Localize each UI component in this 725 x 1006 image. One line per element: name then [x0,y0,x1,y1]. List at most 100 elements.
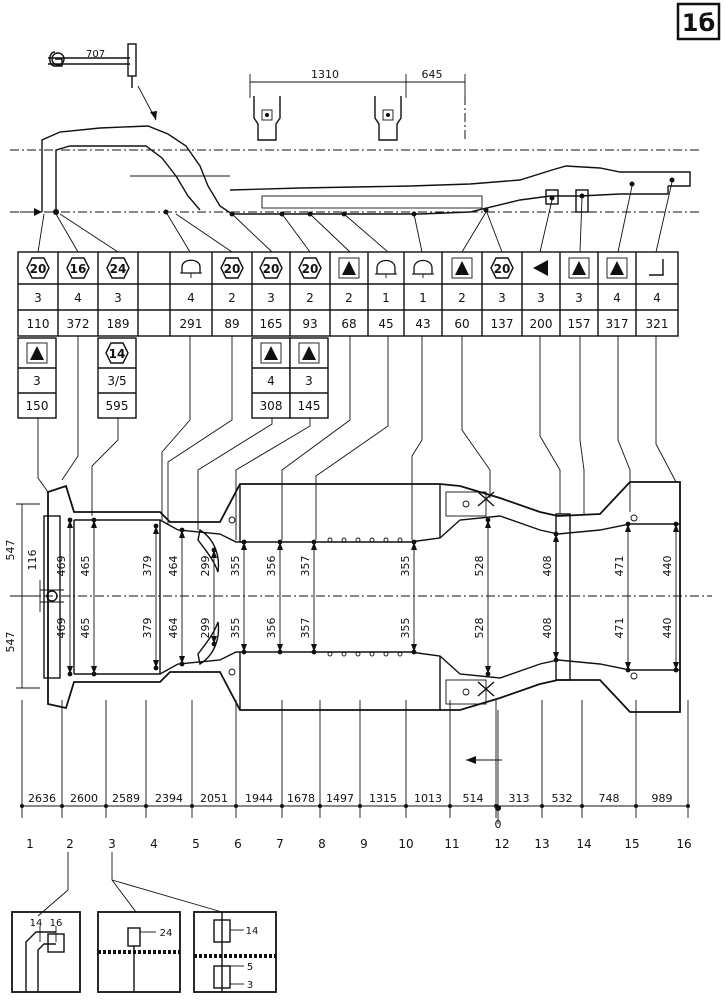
dim-v356b: 356 [265,618,278,639]
table-symbol-13-text: 20 [494,262,511,276]
sub-table-symbol-2-text: 14 [109,347,126,361]
dim-547-top: 547 [4,540,17,561]
front-bumper-detail [40,515,64,679]
table-row2-cell-13: 3 [498,291,506,305]
dim-v356a: 356 [265,556,278,577]
sub-table-row3-1: 150 [26,399,49,413]
dim-v471a: 471 [613,556,626,577]
point-number-11: 11 [444,837,459,851]
sub-table-row2-2: 3/5 [107,374,126,388]
dim-v440b: 440 [661,618,674,639]
bottom-dim-11: 514 [463,792,484,805]
table-row2-cell-16: 4 [613,291,621,305]
point-number-8: 8 [318,837,326,851]
frame-plan-view [10,481,712,713]
point-number-14: 14 [576,837,591,851]
table-row3-cell-12: 60 [454,317,469,331]
point-number-1: 1 [26,837,34,851]
table-row2-cell-3: 3 [114,291,122,305]
tool-label: 707 [86,49,105,60]
zero-label: 0 [495,818,502,831]
table-row2-cell-14: 3 [537,291,545,305]
dim-v408b: 408 [541,618,554,639]
table-row3-cell-6: 89 [224,317,239,331]
dim-v528b: 528 [473,618,486,639]
table-row2-cell-1: 3 [34,291,42,305]
bottom-dim-3: 2589 [112,792,140,805]
table-row2-cell-10: 1 [382,291,390,305]
detail-3-label-c: 3 [247,980,253,991]
table-symbol-1-text: 20 [30,262,47,276]
table-symbol-2-text: 16 [70,262,87,276]
tool-sketch: 707 [48,43,157,121]
table-symbol-11 [412,259,434,278]
table-symbol-17 [649,259,664,276]
dim-v355a: 355 [229,556,242,577]
page-badge: 1б [676,2,721,41]
table-symbol-8: 20 [298,257,322,279]
point-number-6: 6 [234,837,242,851]
sub-table-row2-3: 4 [267,374,275,388]
table-symbol-3-text: 24 [110,262,127,276]
table-symbol-16 [606,257,628,279]
cross-marks [477,491,495,697]
dim-547-bottom: 547 [4,632,17,653]
sub-table-symbol-1 [26,342,48,364]
top-bracket-group: 1310 645 [249,68,466,141]
table-leaders [37,336,677,540]
dim-v469b: 469 [55,618,68,639]
table-row2-cell-15: 3 [575,291,583,305]
table-symbol-9 [338,257,360,279]
table-row3-cell-1: 110 [27,317,50,331]
dim-1310: 1310 [311,68,339,81]
table-row2-cell-12: 2 [458,291,466,305]
table-row3-cell-15: 157 [568,317,591,331]
dim-v357b: 357 [299,618,312,639]
table-symbol-10 [375,259,397,278]
sub-table-symbol-3 [260,342,282,364]
dim-v355b: 355 [399,556,412,577]
sub-table-row2-1: 3 [33,374,41,388]
bottom-dim-12: 313 [509,792,530,805]
table-symbol-2: 16 [66,257,90,279]
bottom-dim-1: 2636 [28,792,56,805]
dim-v379b: 379 [141,618,154,639]
main-table: 2031101643722431894291202892031652029326… [17,251,679,337]
table-row3-cell-5: 291 [180,317,203,331]
dim-v471b: 471 [613,618,626,639]
table-row3-cell-7: 165 [260,317,283,331]
bottom-dim-10: 1013 [414,792,442,805]
point-number-16: 16 [676,837,691,851]
bottom-dim-14: 748 [599,792,620,805]
table-row3-cell-11: 43 [415,317,430,331]
table-row2-cell-9: 2 [345,291,353,305]
table-row3-cell-8: 93 [302,317,317,331]
point-number-9: 9 [360,837,368,851]
point-number-10: 10 [398,837,413,851]
dim-v440a: 440 [661,556,674,577]
point-number-3: 3 [108,837,116,851]
table-row2-cell-7: 3 [267,291,275,305]
detail-1-label-a: 14 [30,918,43,929]
point-number-13: 13 [534,837,549,851]
dim-v355d: 355 [399,618,412,639]
table-symbol-12 [451,257,473,279]
dim-v299b: 299 [199,618,212,639]
point-number-7: 7 [276,837,284,851]
table-symbol-15 [568,257,590,279]
table-row3-cell-3: 189 [107,317,130,331]
table-row3-cell-16: 317 [606,317,629,331]
bottom-dim-2: 2600 [70,792,98,805]
detail-1-label-b: 16 [50,918,63,929]
chassis-side-view [10,125,700,217]
table-symbol-6: 20 [220,257,244,279]
bottom-dim-15: 989 [652,792,673,805]
dim-v528a: 528 [473,556,486,577]
table-symbol-13: 20 [490,257,514,279]
